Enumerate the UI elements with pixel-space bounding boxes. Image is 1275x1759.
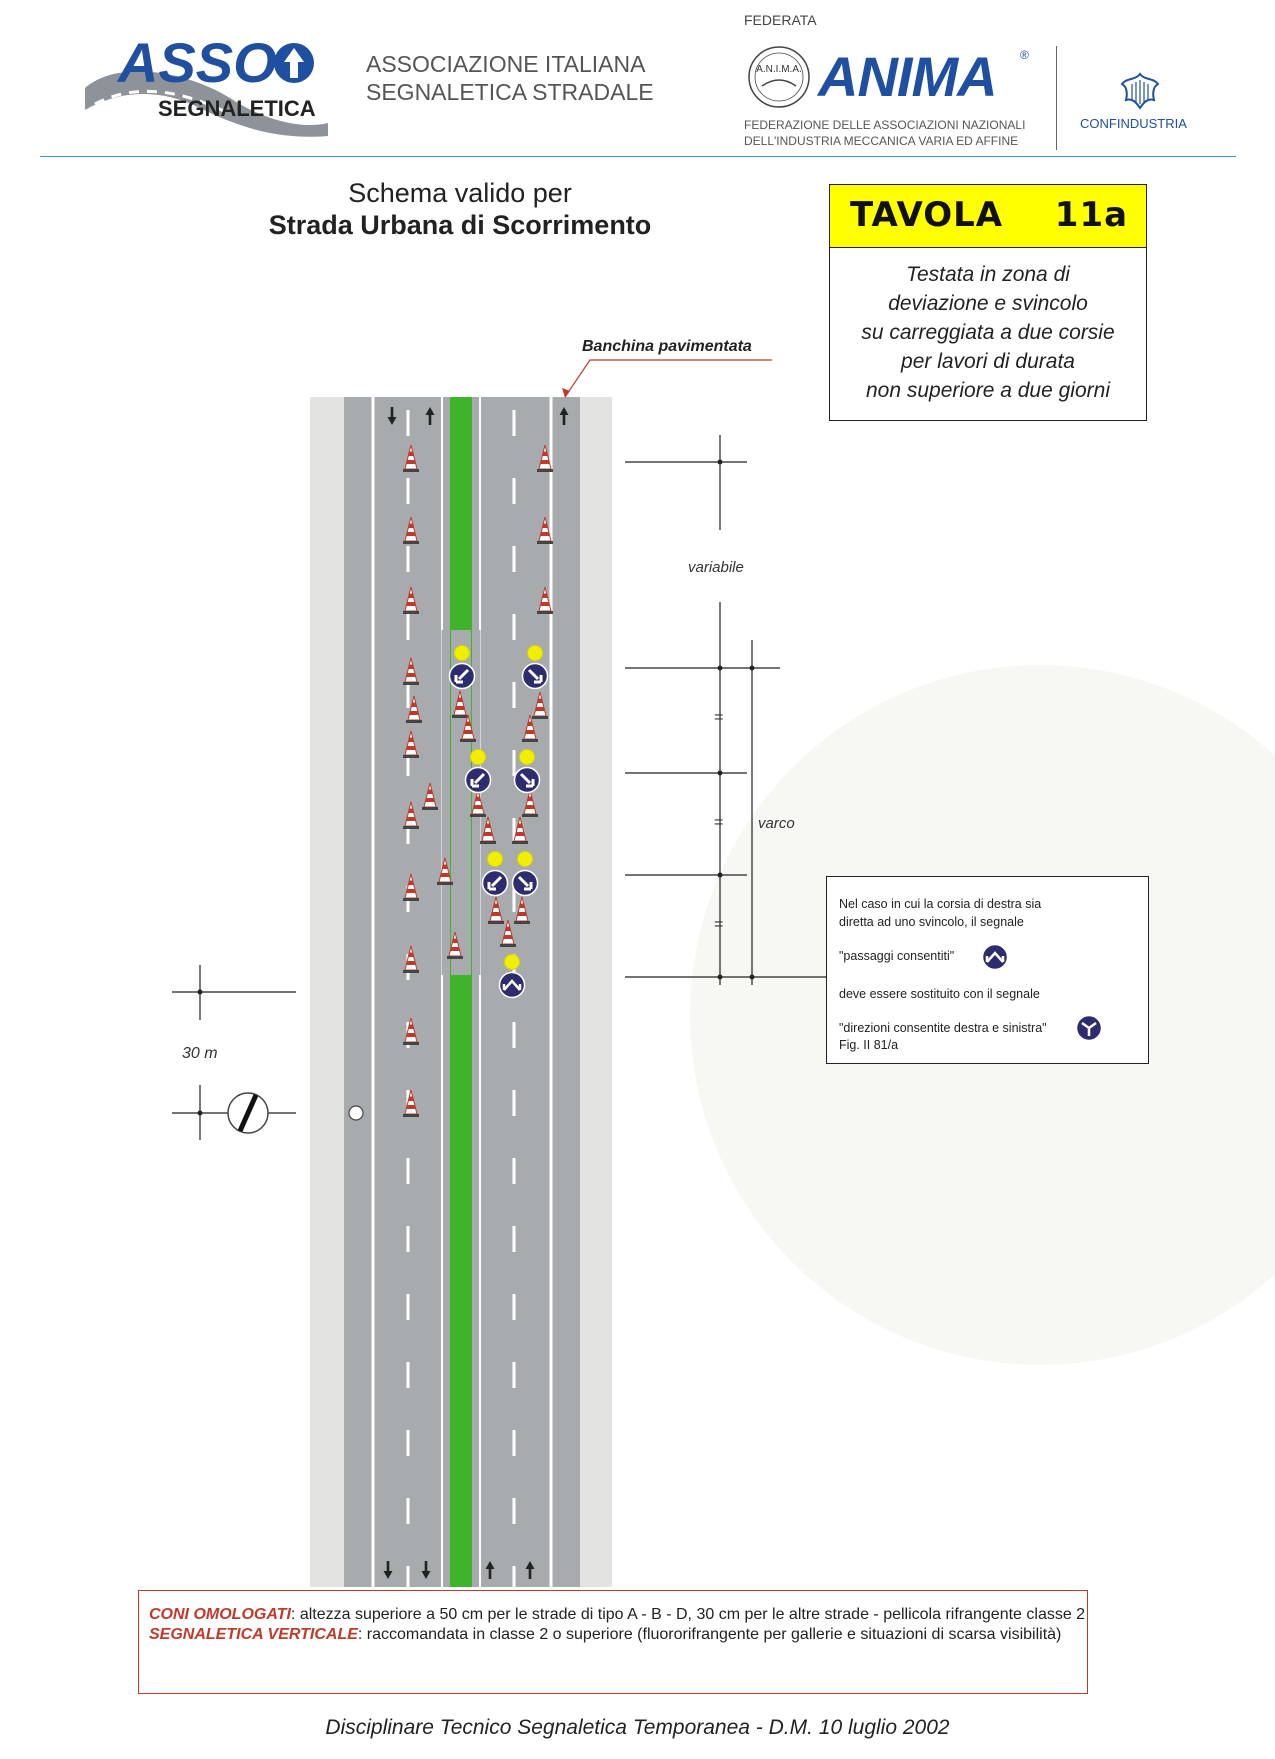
banchina-label: Banchina pavimentata [582,338,752,355]
confindustria-label: CONFINDUSTRIA [1080,116,1187,131]
coni-text: : altezza superiore a 50 cm per le strad… [290,1606,1086,1623]
anima-seal-text: A.N.I.M.A. [756,64,802,75]
anima-seal: A.N.I.M.A. [746,44,812,115]
footer-reference: Disciplinare Tecnico Segnaletica Tempora… [325,1716,950,1739]
description-line4: per lavori di durata [901,350,1075,373]
description-line1: Testata in zona di [906,263,1070,286]
note-line5: "direzioni consentite destra e sinistra" [839,1021,1047,1035]
variabile-label: variabile [688,559,744,576]
lamp-icon [517,851,533,867]
keep-right-sign-icon [513,766,541,794]
lamp-icon [470,749,486,765]
note-line4: deve essere sostituito con il segnale [839,987,1040,1001]
end-of-works-sign-icon [227,1092,269,1134]
confindustria-logo [1118,70,1162,117]
note-line1: Nel caso in cui la corsia di destra sia [839,897,1042,911]
direzioni-consentite-sign-icon [1075,1014,1103,1042]
schema-title-line2: Strada Urbana di Scorrimento [268,210,652,240]
varco-label: varco [758,815,795,832]
asso-logo-icon: ASSO SEGNALETICA [85,31,328,137]
association-line1: ASSOCIAZIONE ITALIANA [366,51,646,77]
anima-desc-line1: FEDERAZIONE DELLE ASSOCIAZIONI NAZIONALI [744,118,1026,132]
coni-label: CONI OMOLOGATI [149,1606,291,1623]
dimension-ticks [717,459,755,980]
lamp-icon [504,954,520,970]
median-strip [450,397,472,1587]
description-line2: deviazione e svincolo [888,292,1088,315]
tavola-number: 11a [1054,195,1129,235]
header-divider [1056,46,1057,150]
segnaletica-text: : raccomandata in classe 2 o superiore (… [357,1626,1062,1643]
registered-mark: ® [1020,48,1029,62]
legend-coni: CONI OMOLOGATI: altezza superiore a 50 c… [149,1605,1085,1625]
banchina-pointer [564,359,772,398]
asso-logo: ASSO SEGNALETICA [80,18,330,143]
note-direzioni-sign [1075,1014,1103,1045]
equal-marker: = [714,709,723,726]
tavola-description-box: Testata in zona di deviazione e svincolo… [829,247,1147,421]
note-passaggi-sign [981,943,1009,974]
anima-desc-line2: DELL'INDUSTRIA MECCANICA VARIA ED AFFINE [744,134,1019,148]
tavola-label: TAVOLA [849,195,1004,235]
lamp-icon [519,749,535,765]
federata-label: FEDERATA [744,12,817,28]
keep-left-sign-icon [464,766,492,794]
dimension-lines [625,435,830,985]
segnaletica-label: SEGNALETICA VERTICALE [149,1626,358,1643]
asso-logo-bottom: SEGNALETICA [158,96,316,121]
passaggi-consentiti-sign-icon [981,943,1009,971]
anima-seal-icon: A.N.I.M.A. [748,46,810,108]
header-rule [40,156,1236,157]
passaggi-consentiti-sign-icon [498,971,526,999]
legend-box: CONI OMOLOGATI: altezza superiore a 50 c… [138,1590,1088,1694]
keep-right-sign-icon [521,662,549,690]
confindustria-eagle-icon [1120,72,1160,110]
delineator-marker [348,1105,364,1121]
dimension-tick [197,1110,203,1116]
asso-logo-top: ASSO [116,31,277,94]
lamp-icon [487,851,503,867]
tavola-description: Testata in zona di deviazione e svincolo… [830,260,1146,405]
legend-text: CONI OMOLOGATI: altezza superiore a 50 c… [149,1605,1085,1645]
banchina-pointer-head [562,388,570,398]
description-line3: su carreggiata a due corsie [861,321,1115,344]
note-line2: diretta ad uno svincolo, il segnale [839,915,1024,929]
keep-left-sign-icon [448,662,476,690]
anima-description: FEDERAZIONE DELLE ASSOCIAZIONI NAZIONALI… [744,117,1025,149]
keep-left-sign-icon [481,869,509,897]
legend-segnaletica: SEGNALETICA VERTICALE: raccomandata in c… [149,1625,1085,1645]
anima-wordmark: ANIMA [818,45,998,108]
association-name: ASSOCIAZIONE ITALIANA SEGNALETICA STRADA… [366,50,654,106]
note-line3: "passaggi consentiti" [839,949,955,963]
association-line2: SEGNALETICA STRADALE [366,79,654,105]
note-box: Nel caso in cui la corsia di destra sia … [826,876,1149,1064]
keep-right-sign-icon [511,869,539,897]
dimension-tick [197,989,203,995]
lamp-icon [454,645,470,661]
note-line6: Fig. II 81/a [839,1038,899,1052]
description-line5: non superiore a due giorni [865,379,1110,402]
lamp-icon [527,645,543,661]
equal-marker: = [714,916,723,933]
equal-marker: = [714,814,723,831]
schema-title-line1: Schema valido per [348,178,572,208]
distance-30m-label: 30 m [182,1045,218,1062]
